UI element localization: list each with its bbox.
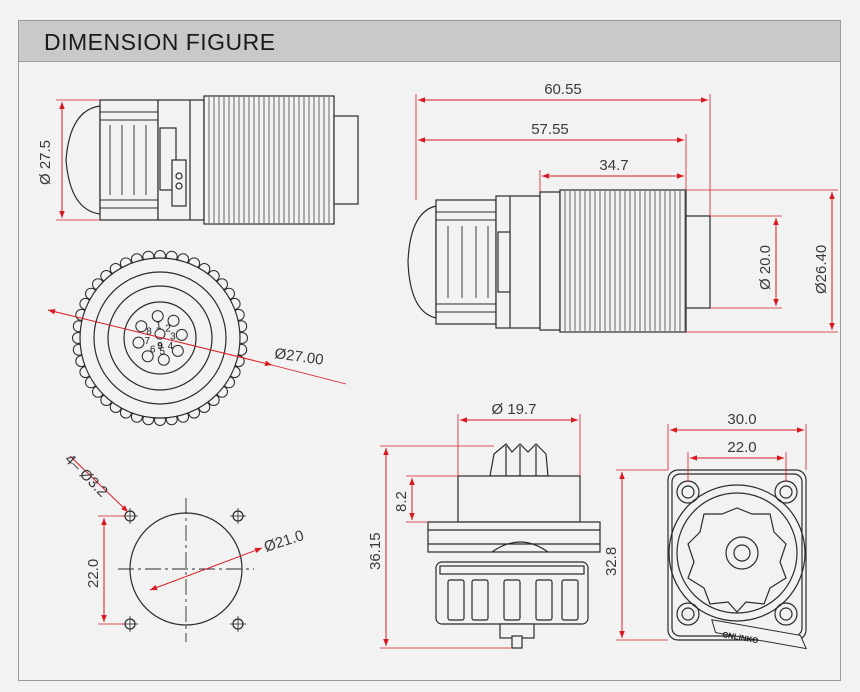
figure-frame xyxy=(18,61,841,681)
header-bar: DIMENSION FIGURE xyxy=(18,20,841,62)
dim-length-nut xyxy=(539,170,684,192)
dim-inner-diameter xyxy=(710,215,782,309)
receptacle-side-view xyxy=(427,443,601,649)
dim-label-receptacle-diameter: Ø 19.7 xyxy=(491,401,536,418)
dim-plug-diameter: Ø 27.5 xyxy=(37,99,100,221)
pin-number: 8 xyxy=(146,327,152,338)
dim-length-overall xyxy=(415,94,711,216)
pin-number: 6 xyxy=(150,344,156,355)
dim-label-flange-hole-spacing: 22.0 xyxy=(727,439,756,456)
dim-label-receptacle-thread: 8.2 xyxy=(393,491,410,512)
pin-number: 7 xyxy=(145,336,151,347)
dim-label-receptacle-height: 36.15 xyxy=(367,532,384,570)
plug-tip xyxy=(333,115,359,205)
pin-number: 9 xyxy=(157,341,163,352)
dim-hole-spec: 4– Ø3.2 xyxy=(61,451,129,513)
dim-label-flange-height: 32.8 xyxy=(603,547,620,576)
dim-hole-spacing xyxy=(98,515,126,625)
dim-receptacle-diameter xyxy=(457,414,581,476)
pin-number: 4 xyxy=(168,341,174,352)
page-title: DIMENSION FIGURE xyxy=(44,29,276,55)
dim-length-body xyxy=(418,134,687,190)
dim-flange-width xyxy=(667,424,807,470)
dim-flange-hole-spacing xyxy=(687,452,787,482)
dim-label-outer-diameter: Ø26.40 xyxy=(813,245,830,294)
panel-cutout xyxy=(118,498,254,642)
receptacle-flange-front xyxy=(667,469,807,641)
dim-label-cutout-diameter: Ø21.0 xyxy=(262,527,306,556)
dim-receptacle-height xyxy=(380,445,512,649)
dim-label-hole-spacing: 22.0 xyxy=(85,559,102,588)
dim-receptacle-thread xyxy=(406,475,458,523)
plug-knurl-lines xyxy=(208,97,330,223)
dim-label-hole-spec: 4– Ø3.2 xyxy=(61,451,111,501)
dim-label-face-diameter: Ø27.00 xyxy=(273,345,324,369)
dim-face-diameter: Ø27.00 xyxy=(47,308,347,385)
dim-flange-height xyxy=(616,469,668,641)
dim-label-plug-diameter: Ø 27.5 xyxy=(37,140,54,185)
dim-label-inner-diameter: Ø 20.0 xyxy=(757,245,774,290)
dim-outer-diameter xyxy=(686,189,838,333)
dim-label-length-nut: 34.7 xyxy=(599,157,628,174)
plug-right-knurl-lines xyxy=(564,191,686,331)
dim-label-length-overall: 60.55 xyxy=(544,81,582,98)
dim-label-length-body: 57.55 xyxy=(531,121,569,138)
dim-label-flange-width: 30.0 xyxy=(727,411,756,428)
